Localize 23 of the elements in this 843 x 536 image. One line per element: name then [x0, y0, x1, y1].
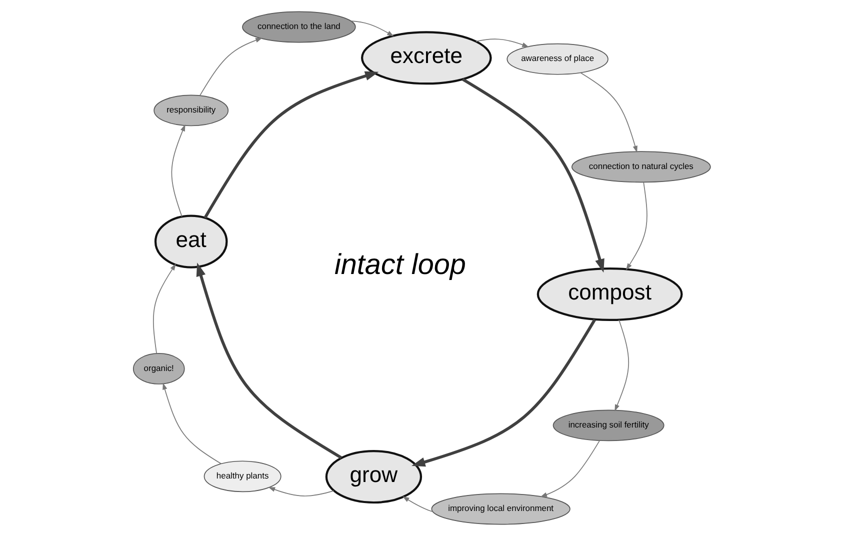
- arrow: [402, 496, 433, 512]
- arrow: [162, 382, 221, 464]
- node-ellipse: increasing soil fertility: [552, 410, 664, 442]
- node-ellipse: compost: [536, 267, 682, 322]
- node-ellipse: organic!: [132, 353, 184, 384]
- arrow: [196, 262, 342, 459]
- arrow: [203, 71, 378, 219]
- arrow: [580, 72, 637, 153]
- label: intact loop: [334, 248, 466, 281]
- arrow: [475, 38, 528, 48]
- arrow: [626, 182, 647, 270]
- arrow: [170, 124, 185, 217]
- arrow: [411, 318, 596, 467]
- arrow: [350, 20, 394, 36]
- arrow: [614, 319, 629, 412]
- arrow: [268, 487, 334, 496]
- arrow: [152, 264, 176, 354]
- arrow: [540, 440, 600, 498]
- node-ellipse: eat: [154, 214, 228, 268]
- arrow: [199, 38, 262, 96]
- arrow: [461, 78, 604, 273]
- node-ellipse: responsibility: [153, 94, 228, 126]
- node-ellipse: connection to natural cycles: [570, 151, 710, 183]
